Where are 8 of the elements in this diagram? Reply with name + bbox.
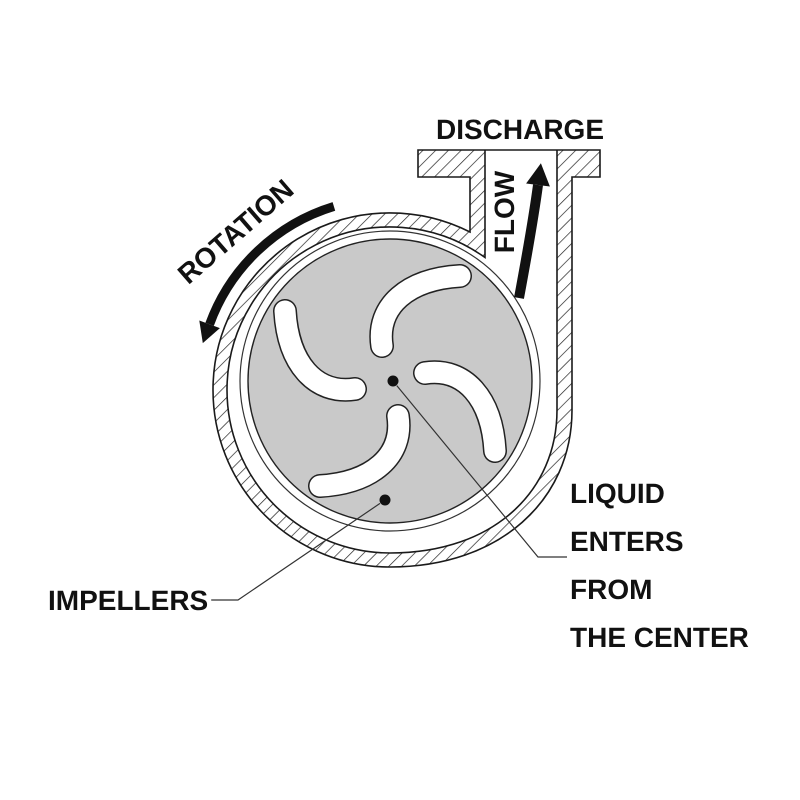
pointer-dot — [380, 494, 390, 506]
pointer-dot — [388, 376, 398, 386]
note-text: LIQUID ENTERS FROM THE CENTER — [570, 470, 749, 662]
leader-line — [396, 385, 567, 558]
leader-line — [211, 502, 380, 601]
part-label: IMPELLERS — [48, 585, 208, 617]
part-label: DISCHARGE — [436, 114, 604, 146]
arrow-label: FLOW — [491, 170, 519, 254]
